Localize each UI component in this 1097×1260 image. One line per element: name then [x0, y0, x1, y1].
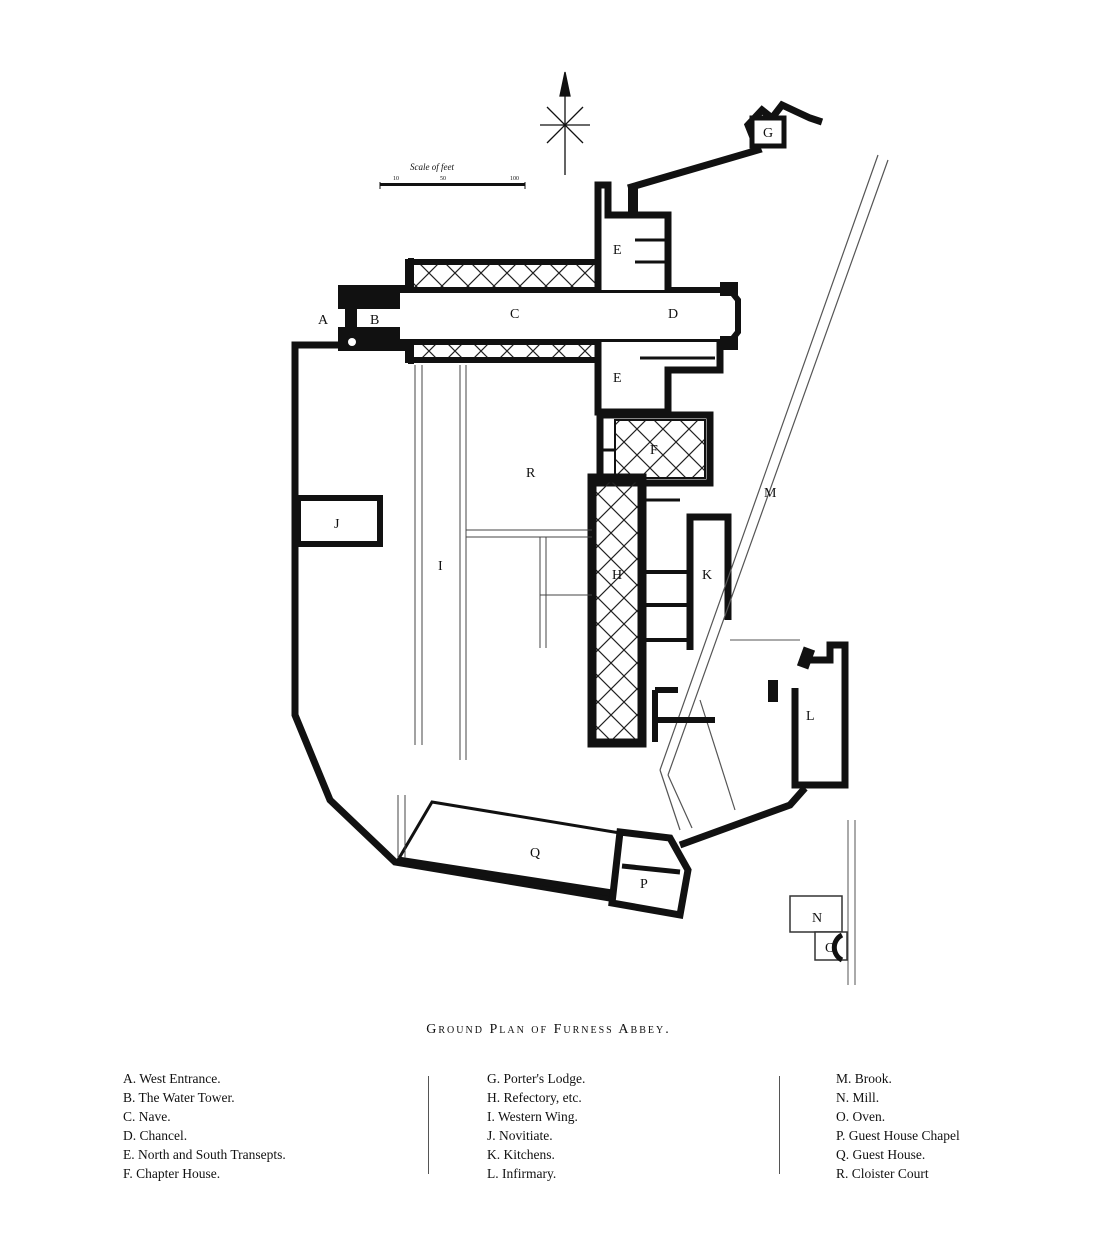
- label-e-south: E: [613, 371, 622, 386]
- novitiate: [295, 495, 383, 547]
- legend-item: Q. Guest House.: [836, 1147, 926, 1162]
- refectory: [587, 473, 647, 748]
- plan-caption: Ground Plan of Furness Abbey.: [426, 1022, 671, 1037]
- scale-bar: Scale of feet 10 50 100: [379, 162, 526, 189]
- label-q: Q: [530, 846, 540, 861]
- label-c: C: [510, 307, 519, 322]
- legend-column-3: M. Brook. N. Mill. O. Oven. P. Guest Hou…: [836, 1069, 960, 1183]
- legend-item: P. Guest House Chapel: [836, 1128, 960, 1143]
- north-aisle: [405, 259, 601, 293]
- label-d: D: [668, 307, 678, 322]
- legend-item: G. Porter's Lodge.: [487, 1071, 586, 1086]
- legend-item: K. Kitchens.: [487, 1147, 555, 1162]
- nave-chancel: [400, 287, 741, 345]
- legend-item: I. Western Wing.: [487, 1109, 578, 1124]
- legend-item: D. Chancel.: [123, 1128, 188, 1143]
- label-n: N: [812, 911, 822, 926]
- north-transept: [594, 181, 672, 290]
- label-a: A: [318, 313, 329, 328]
- guest-house-chapel: [608, 828, 692, 920]
- label-m: M: [764, 486, 777, 501]
- label-j: J: [334, 517, 340, 532]
- legend-item: N. Mill.: [836, 1090, 880, 1105]
- legend-item: L. Infirmary.: [487, 1166, 557, 1181]
- label-f: F: [650, 443, 658, 458]
- abbey-ground-plan: Scale of feet 10 50 100: [291, 71, 889, 985]
- plan-letters: A B C D E E F G H I J K L M N O P Q R: [318, 126, 835, 956]
- legend-item: H. Refectory, etc.: [487, 1090, 582, 1105]
- legend-item: A. West Entrance.: [123, 1071, 221, 1086]
- brook: [659, 154, 889, 831]
- label-g: G: [763, 126, 773, 141]
- precinct-wall: [291, 341, 808, 902]
- legend-item: C. Nave.: [123, 1109, 171, 1124]
- infirmary: [791, 641, 849, 789]
- legend-column-2: G. Porter's Lodge. H. Refectory, etc. I.…: [487, 1069, 585, 1183]
- label-b: B: [370, 313, 379, 328]
- north-arrow-icon: [540, 71, 590, 175]
- label-o: O: [825, 941, 835, 956]
- label-i: I: [438, 559, 443, 574]
- legend-divider: [428, 1076, 429, 1174]
- legend-item: J. Novitiate.: [487, 1128, 553, 1143]
- legend-item: F. Chapter House.: [123, 1166, 221, 1181]
- label-h: H: [612, 568, 622, 583]
- legend-divider: [779, 1076, 780, 1174]
- legend-item: M. Brook.: [836, 1071, 892, 1086]
- legend-column-1: A. West Entrance. B. The Water Tower. C.…: [123, 1069, 286, 1183]
- mill: [789, 895, 843, 933]
- scale-tick: 100: [510, 176, 519, 182]
- legend-item: O. Oven.: [836, 1109, 886, 1124]
- label-e-north: E: [613, 243, 622, 258]
- legend-item: B. The Water Tower.: [123, 1090, 235, 1105]
- legend-item: E. North and South Transepts.: [123, 1147, 286, 1162]
- label-p: P: [640, 877, 648, 892]
- scale-tick: 10: [393, 176, 399, 182]
- porters-lodge-wall: [627, 100, 824, 192]
- legend-item: R. Cloister Court: [836, 1166, 929, 1181]
- cloister-lines: [414, 365, 592, 760]
- kitchens: [686, 513, 732, 650]
- label-r: R: [526, 466, 536, 481]
- scale-title: Scale of feet: [410, 162, 454, 172]
- scale-tick: 50: [440, 176, 446, 182]
- label-l: L: [806, 709, 815, 724]
- west-entrance: [338, 285, 408, 351]
- label-k: K: [702, 568, 712, 583]
